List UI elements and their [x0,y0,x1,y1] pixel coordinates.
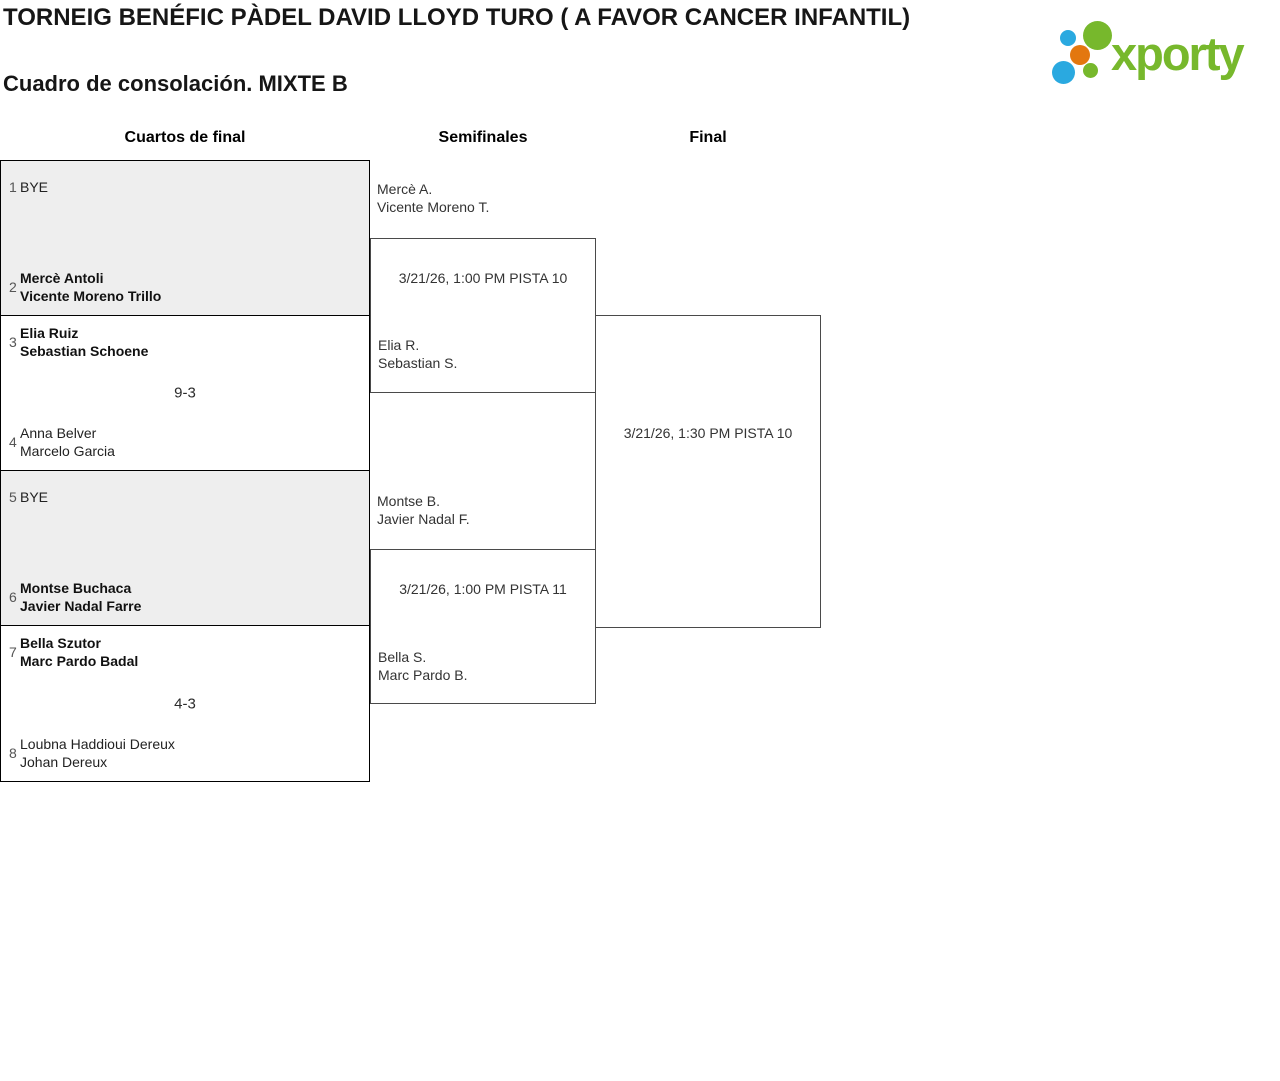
player-name: Elia R. [378,337,420,353]
player-name: Marcelo Garcia [20,443,115,459]
player-name: Bella Szutor [20,635,101,651]
team-names: BYE [20,178,48,196]
player-name: Sebastian Schoene [20,343,149,359]
seed-number: 7 [9,644,17,660]
player-name: Montse B. [377,493,441,509]
bracket-subtitle: Cuadro de consolación. MIXTE B [3,71,348,96]
round-header-quarterfinals: Cuartos de final [124,129,246,146]
semifinal-team-label: Bella S. Marc Pardo B. [378,648,467,684]
player-name: Vicente Moreno Trillo [20,288,162,304]
match-schedule: 3/21/26, 1:30 PM PISTA 10 [623,425,793,441]
quarterfinal-match-2[interactable]: 3 Elia Ruiz Sebastian Schoene 9-3 4 Anna… [0,315,370,471]
seed-number: 3 [9,334,17,350]
seed-number: 6 [9,589,17,605]
team-names: Mercè Antoli Vicente Moreno Trillo [20,269,161,305]
seed-number: 2 [9,279,17,295]
team-slot: 2 Mercè Antoli Vicente Moreno Trillo [1,261,369,313]
logo-dot-icon [1083,21,1112,50]
player-name: Mercè A. [377,181,433,197]
team-slot: 3 Elia Ruiz Sebastian Schoene [1,316,369,368]
seed-number: 1 [9,179,17,195]
xporty-logo[interactable]: xporty [1045,10,1275,95]
player-name: Johan Dereux [20,754,108,770]
logo-dot-icon [1052,61,1075,84]
team-names: BYE [20,488,48,506]
team-slot: 1 BYE [1,161,369,213]
round-header-semifinals: Semifinales [438,129,528,146]
logo-dot-icon [1060,30,1076,46]
round-header-final: Final [689,129,727,146]
quarterfinal-match-3[interactable]: 5 BYE 6 Montse Buchaca Javier Nadal Farr… [0,470,370,626]
match-schedule: 3/21/26, 1:00 PM PISTA 11 [399,581,567,597]
player-name: Mercè Antoli [20,270,104,286]
team-names: Montse Buchaca Javier Nadal Farre [20,579,141,615]
player-name: Vicente Moreno T. [377,199,490,215]
player-name: Sebastian S. [378,355,458,371]
team-names: Bella Szutor Marc Pardo Badal [20,634,138,670]
team-slot: 6 Montse Buchaca Javier Nadal Farre [1,571,369,623]
player-name: BYE [20,489,49,505]
semifinal-team-label: Elia R. Sebastian S. [378,336,457,372]
player-name: Montse Buchaca [20,580,132,596]
logo-dot-icon [1070,45,1090,65]
semifinal-team-label: Montse B. Javier Nadal F. [377,492,470,528]
player-name: Anna Belver [20,425,97,441]
team-slot: 4 Anna Belver Marcelo Garcia [1,416,369,468]
team-names: Loubna Haddioui Dereux Johan Dereux [20,735,175,771]
quarterfinal-match-1[interactable]: 1 BYE 2 Mercè Antoli Vicente Moreno Tril… [0,160,370,316]
tournament-title: TORNEIG BENÉFIC PÀDEL DAVID LLOYD TURO (… [3,4,911,31]
player-name: BYE [20,179,49,195]
team-slot: 8 Loubna Haddioui Dereux Johan Dereux [1,727,369,779]
match-schedule: 3/21/26, 1:00 PM PISTA 10 [398,270,568,286]
player-name: Javier Nadal Farre [20,598,142,614]
seed-number: 5 [9,489,17,505]
logo-dot-icon [1083,63,1098,78]
logo-wordmark: xporty [1111,27,1245,80]
final-match[interactable]: 3/21/26, 1:30 PM PISTA 10 [595,315,821,628]
player-name: Javier Nadal F. [377,511,470,527]
team-slot: 5 BYE [1,471,369,523]
semifinal-team-label: Mercè A. Vicente Moreno T. [377,180,489,216]
quarterfinal-match-4[interactable]: 7 Bella Szutor Marc Pardo Badal 4-3 8 Lo… [0,625,370,782]
team-names: Anna Belver Marcelo Garcia [20,424,115,460]
player-name: Elia Ruiz [20,325,79,341]
match-score: 9-3 [174,384,196,402]
player-name: Marc Pardo Badal [20,653,139,669]
team-names: Elia Ruiz Sebastian Schoene [20,324,148,360]
seed-number: 8 [9,745,17,761]
player-name: Marc Pardo B. [378,667,468,683]
match-score: 4-3 [174,695,196,712]
seed-number: 4 [9,434,17,450]
player-name: Loubna Haddioui Dereux [20,736,175,752]
team-slot: 7 Bella Szutor Marc Pardo Badal [1,626,369,678]
player-name: Bella S. [378,649,427,665]
